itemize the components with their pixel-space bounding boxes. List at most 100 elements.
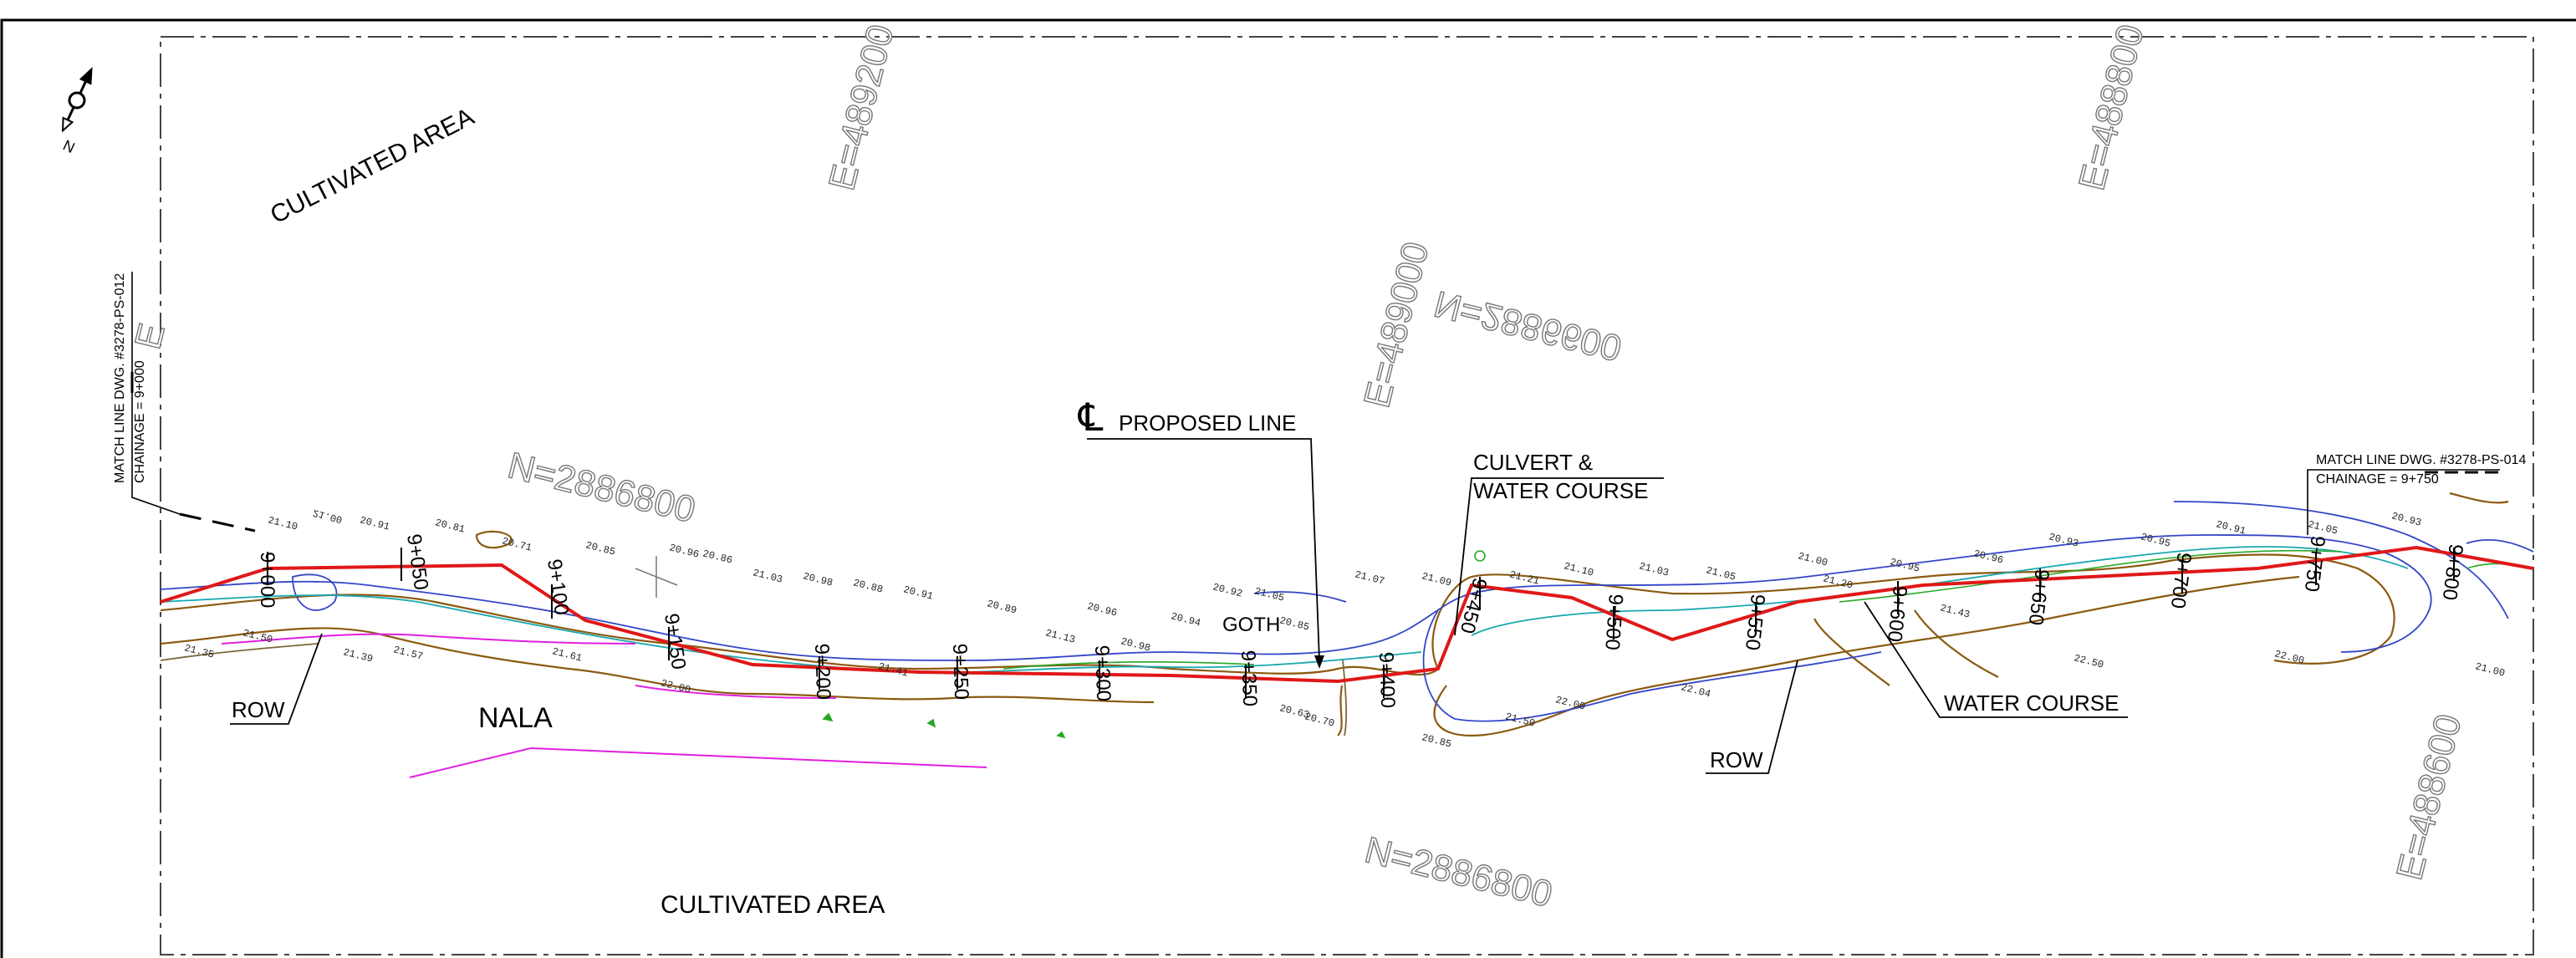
spot-height: 21.10 <box>267 514 298 533</box>
grid-cross-marks <box>635 556 678 598</box>
chainage-9-250: 9+250 <box>948 643 972 700</box>
spot-height: 21.13 <box>1044 627 1076 645</box>
spot-height: 22.50 <box>2073 652 2104 670</box>
label-culvert-line1: CULVERT & <box>1473 450 1593 475</box>
grid-label-e489000: E=489000 <box>1356 238 1436 412</box>
chainage-9-500: 9+500 <box>1600 594 1627 651</box>
row-right-leader <box>1706 660 1798 774</box>
label-row-left: ROW <box>232 697 285 722</box>
grid-label-n2886600: N=2886600 <box>1431 283 1626 369</box>
spot-height: 20.91 <box>359 514 390 533</box>
spot-height: 21.00 <box>2474 660 2506 679</box>
spot-height: 22.00 <box>660 677 691 696</box>
chainage-9-350: 9+350 <box>1237 650 1261 706</box>
spot-height: 21.20 <box>1822 573 1854 591</box>
proposed-centre-line <box>160 545 2534 684</box>
contours-blue <box>160 501 2534 722</box>
spot-height: 21.41 <box>877 660 909 679</box>
spot-height: 22.04 <box>1680 681 1711 700</box>
row-left-leader <box>230 633 323 725</box>
chainage-9-550: 9+550 <box>1741 593 1769 651</box>
chainage-9-750: 9+750 <box>2300 534 2329 593</box>
spot-height: 20.70 <box>1303 711 1335 729</box>
spot-height: 20.71 <box>501 535 533 553</box>
spot-height: 20.88 <box>852 577 884 595</box>
spot-height: 21.21 <box>1508 568 1540 587</box>
label-cultivated-area-bottom: CULTIVATED AREA <box>661 891 885 919</box>
spot-height: 20.85 <box>1421 731 1452 750</box>
chainage-9-000: 9+000 <box>256 552 278 608</box>
chainage-9-300: 9+300 <box>1090 645 1115 701</box>
spot-height: 21.61 <box>551 645 583 664</box>
chainage-9-200: 9+200 <box>810 643 834 700</box>
chainage-9-050: 9+050 <box>402 533 432 592</box>
spot-height: 21.05 <box>1705 564 1737 583</box>
label-cultivated-area-top: CULTIVATED AREA <box>266 103 478 229</box>
spot-height: 21.00 <box>1797 550 1829 568</box>
spot-height: 21.10 <box>1563 560 1594 578</box>
match-line-right-chainage: CHAINAGE = 9+750 <box>2316 472 2439 487</box>
spot-height: 21.35 <box>183 642 215 660</box>
north-arrow-label: N <box>60 136 77 156</box>
spot-height: 20.89 <box>986 598 1018 616</box>
spot-height: 21.00 <box>312 507 344 525</box>
spot-height: 20.98 <box>1120 635 1151 654</box>
spot-height: 21.09 <box>1421 570 1452 589</box>
spot-height: 21.43 <box>1939 602 1971 620</box>
match-line-left-chainage: CHAINAGE = 9+000 <box>133 360 147 483</box>
spot-height: 20.94 <box>1170 610 1201 629</box>
label-row-right: ROW <box>1710 747 1763 772</box>
culvert-leader <box>1454 477 1664 636</box>
label-nala: NALA <box>478 702 553 734</box>
grid-label-n2886800-bottom: N=2886800 <box>1361 829 1557 915</box>
label-goth: GOTH <box>1222 614 1280 636</box>
grid-label-n2886800-left: N=2886800 <box>504 445 700 531</box>
proposed-line-arrowhead <box>1314 655 1324 669</box>
spot-height: 21.50 <box>242 627 273 645</box>
water-course-leader <box>1864 601 2128 718</box>
spot-height: 22.00 <box>2273 648 2305 666</box>
drawing-frame <box>160 36 2534 955</box>
sheet-border <box>0 18 2576 958</box>
grid-label-e-partial: E <box>127 319 173 353</box>
spot-height: 21.39 <box>342 646 374 665</box>
spot-height: 20.93 <box>2390 510 2422 528</box>
match-line-left-dwg: MATCH LINE DWG. #3278-PS-012 <box>113 273 127 483</box>
proposed-line-leader <box>1087 438 1320 661</box>
chainage-9-400: 9+400 <box>1375 651 1399 708</box>
match-line-right-dwg: MATCH LINE DWG. #3278-PS-014 <box>2316 453 2526 467</box>
row-lines <box>160 643 1348 736</box>
spot-height: 21.07 <box>1354 568 1385 587</box>
grid-label-e488600: E=488600 <box>2389 711 2469 884</box>
spot-height: 20.86 <box>701 548 733 566</box>
north-arrow-icon <box>61 67 93 133</box>
spot-height: 20.93 <box>2048 531 2079 549</box>
label-proposed-line: PROPOSED LINE <box>1119 410 1296 436</box>
spot-height: 20.95 <box>2140 531 2171 549</box>
contours-brown <box>160 492 2509 737</box>
chainage-9-100: 9+100 <box>543 558 573 617</box>
match-line-right: MATCH LINE DWG. #3278-PS-014 CHAINAGE = … <box>2307 453 2526 535</box>
label-water-course: WATER COURSE <box>1944 690 2119 716</box>
chainage-9-150: 9+150 <box>660 612 690 671</box>
spot-height: 20.92 <box>1211 581 1243 599</box>
spot-height: 20.91 <box>902 583 934 602</box>
grid-label-e489200: E=489200 <box>821 21 901 195</box>
spot-height: 21.03 <box>1638 560 1670 578</box>
spot-height: 20.85 <box>1278 614 1310 633</box>
label-culvert-line2: WATER COURSE <box>1473 478 1648 503</box>
spot-height: 20.96 <box>668 542 700 560</box>
chainage-ticks <box>267 548 2455 698</box>
spot-height: 20.96 <box>1972 548 2004 566</box>
grid-label-e488800: E=488800 <box>2071 21 2151 195</box>
spot-height: 21.03 <box>752 567 783 585</box>
contours-green <box>822 549 2534 739</box>
spot-height: 20.95 <box>1889 556 1921 574</box>
spot-height: 20.85 <box>584 539 616 558</box>
centre-line-symbol: ℄ <box>1078 395 1104 439</box>
contours-magenta <box>221 633 987 778</box>
chainage-9-600: 9+600 <box>1883 584 1911 643</box>
spot-height: 21.05 <box>1253 585 1285 604</box>
spot-height: 20.98 <box>802 570 834 589</box>
